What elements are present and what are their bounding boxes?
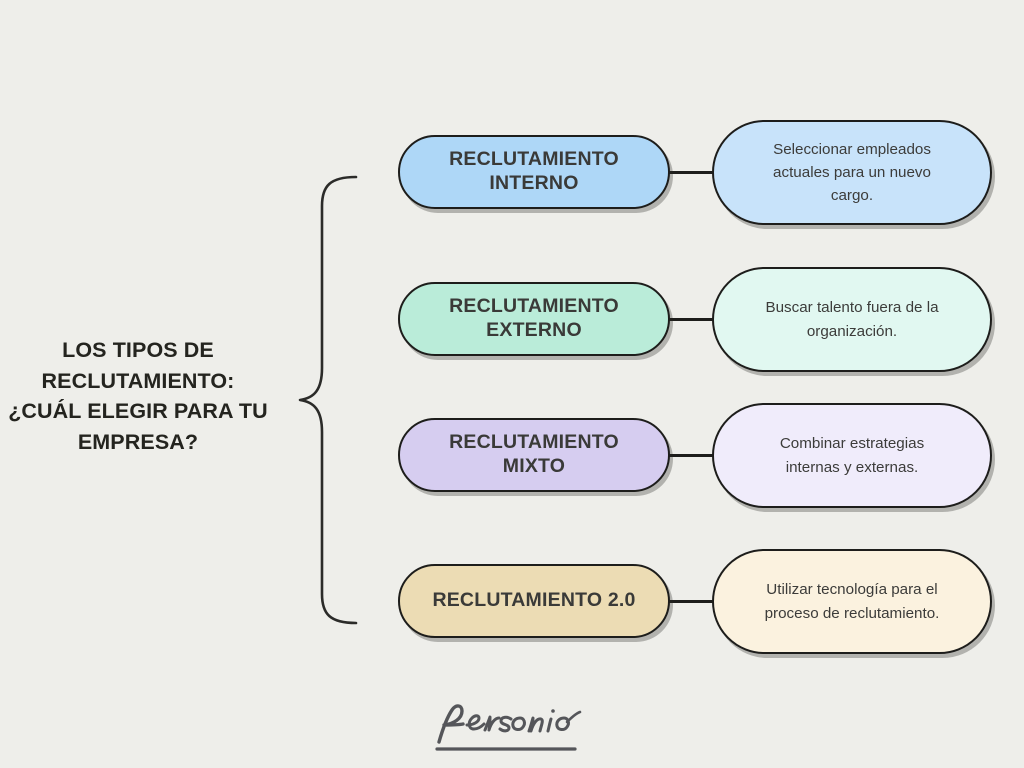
personio-wordmark-icon (435, 704, 582, 751)
category-pill[interactable]: RECLUTAMIENTO MIXTO (398, 418, 670, 492)
left-curly-brace-icon (298, 175, 358, 625)
description-pill[interactable]: Combinar estrategias internas y externas… (712, 403, 992, 508)
category-pill[interactable]: RECLUTAMIENTO EXTERNO (398, 282, 670, 356)
description-pill[interactable]: Utilizar tecnología para el proceso de r… (712, 549, 992, 654)
connector-line (668, 171, 714, 174)
personio-logo (0, 700, 1024, 763)
category-pill[interactable]: RECLUTAMIENTO INTERNO (398, 135, 670, 209)
description-pill[interactable]: Seleccionar empleados actuales para un n… (712, 120, 992, 225)
page-title: LOS TIPOS DE RECLUTAMIENTO: ¿CUÁL ELEGIR… (8, 338, 268, 454)
category-pill[interactable]: RECLUTAMIENTO 2.0 (398, 564, 670, 638)
connector-line (668, 600, 714, 603)
description-pill[interactable]: Buscar talento fuera de la organización. (712, 267, 992, 372)
connector-line (668, 318, 714, 321)
connector-line (668, 454, 714, 457)
